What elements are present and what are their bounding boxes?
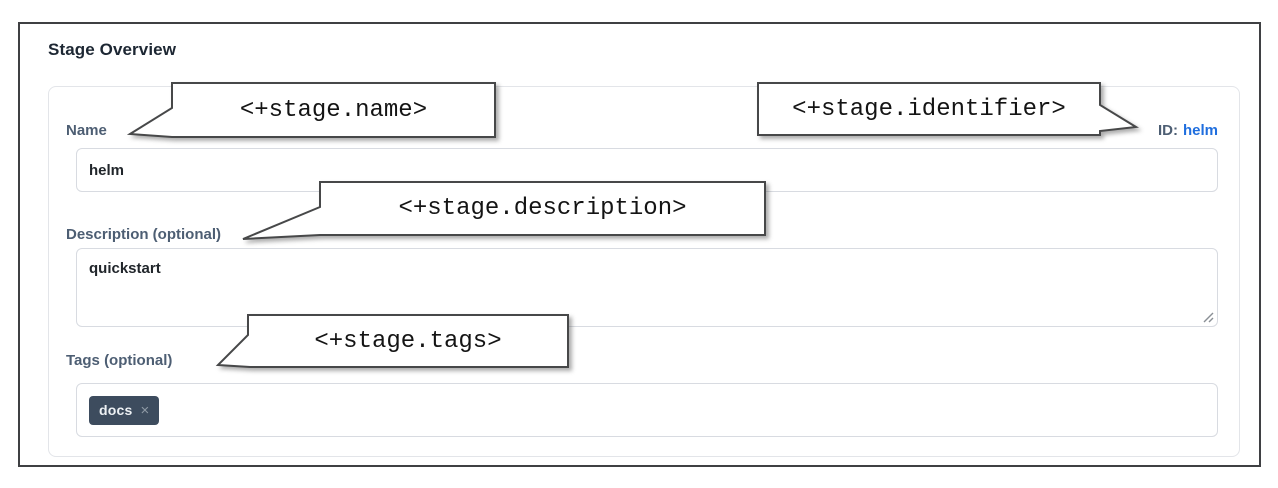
name-label: Name [66, 122, 107, 139]
tags-input[interactable]: docs × [76, 383, 1218, 437]
description-textarea[interactable]: quickstart [76, 248, 1218, 327]
name-input[interactable] [76, 148, 1218, 192]
tag-chip-text: docs [99, 402, 133, 418]
stage-id-row: ID:helm [1158, 122, 1218, 139]
page-title: Stage Overview [48, 40, 177, 59]
description-label: Description (optional) [66, 226, 221, 243]
stage-id-link[interactable]: helm [1182, 122, 1218, 139]
description-field-wrap: quickstart [76, 248, 1218, 327]
remove-tag-icon[interactable]: × [140, 401, 150, 419]
tag-chip: docs × [89, 395, 160, 425]
resize-handle-icon[interactable] [1202, 311, 1214, 323]
id-label: ID: [1157, 122, 1178, 139]
tags-label: Tags (optional) [66, 352, 173, 369]
